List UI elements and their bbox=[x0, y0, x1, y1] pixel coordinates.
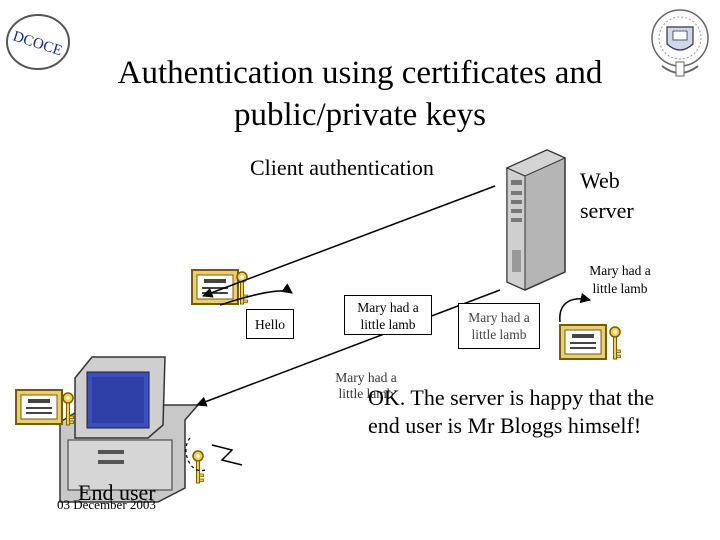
message-box-encrypted: Mary had a little lamb bbox=[458, 303, 540, 349]
certificate-icon bbox=[15, 389, 63, 425]
arrow-to-client bbox=[202, 185, 496, 298]
zigzag-line bbox=[211, 444, 243, 466]
message-under-text: Mary had a little lamb bbox=[335, 370, 397, 401]
key-icon bbox=[609, 326, 622, 360]
message-box: Mary had a little lamb bbox=[344, 295, 432, 335]
subtitle: Client authentication bbox=[250, 155, 434, 180]
date-footer: 03 December 2003 bbox=[57, 497, 156, 512]
server-side-message: Mary had a little lamb bbox=[589, 263, 651, 296]
client-computer-icon bbox=[59, 356, 200, 503]
hello-message-box: Hello bbox=[246, 309, 294, 339]
arrow-sign-loop bbox=[559, 292, 592, 323]
web-server-tower-icon bbox=[505, 149, 567, 291]
ok-statement: OK. The server is happy that the end use… bbox=[368, 385, 655, 438]
slide-title: Authentication using certificates and pu… bbox=[117, 55, 603, 133]
arrow-hello bbox=[219, 283, 293, 306]
logo-dcoce: DCOCE bbox=[6, 14, 70, 70]
certificate-icon bbox=[191, 269, 239, 305]
certificate-icon bbox=[559, 324, 607, 360]
web-server-label: Web server bbox=[580, 168, 634, 223]
university-seal-icon bbox=[651, 9, 709, 77]
arrow-from-server bbox=[196, 289, 501, 407]
key-icon bbox=[192, 450, 205, 484]
end-user-label: End user bbox=[78, 480, 156, 505]
